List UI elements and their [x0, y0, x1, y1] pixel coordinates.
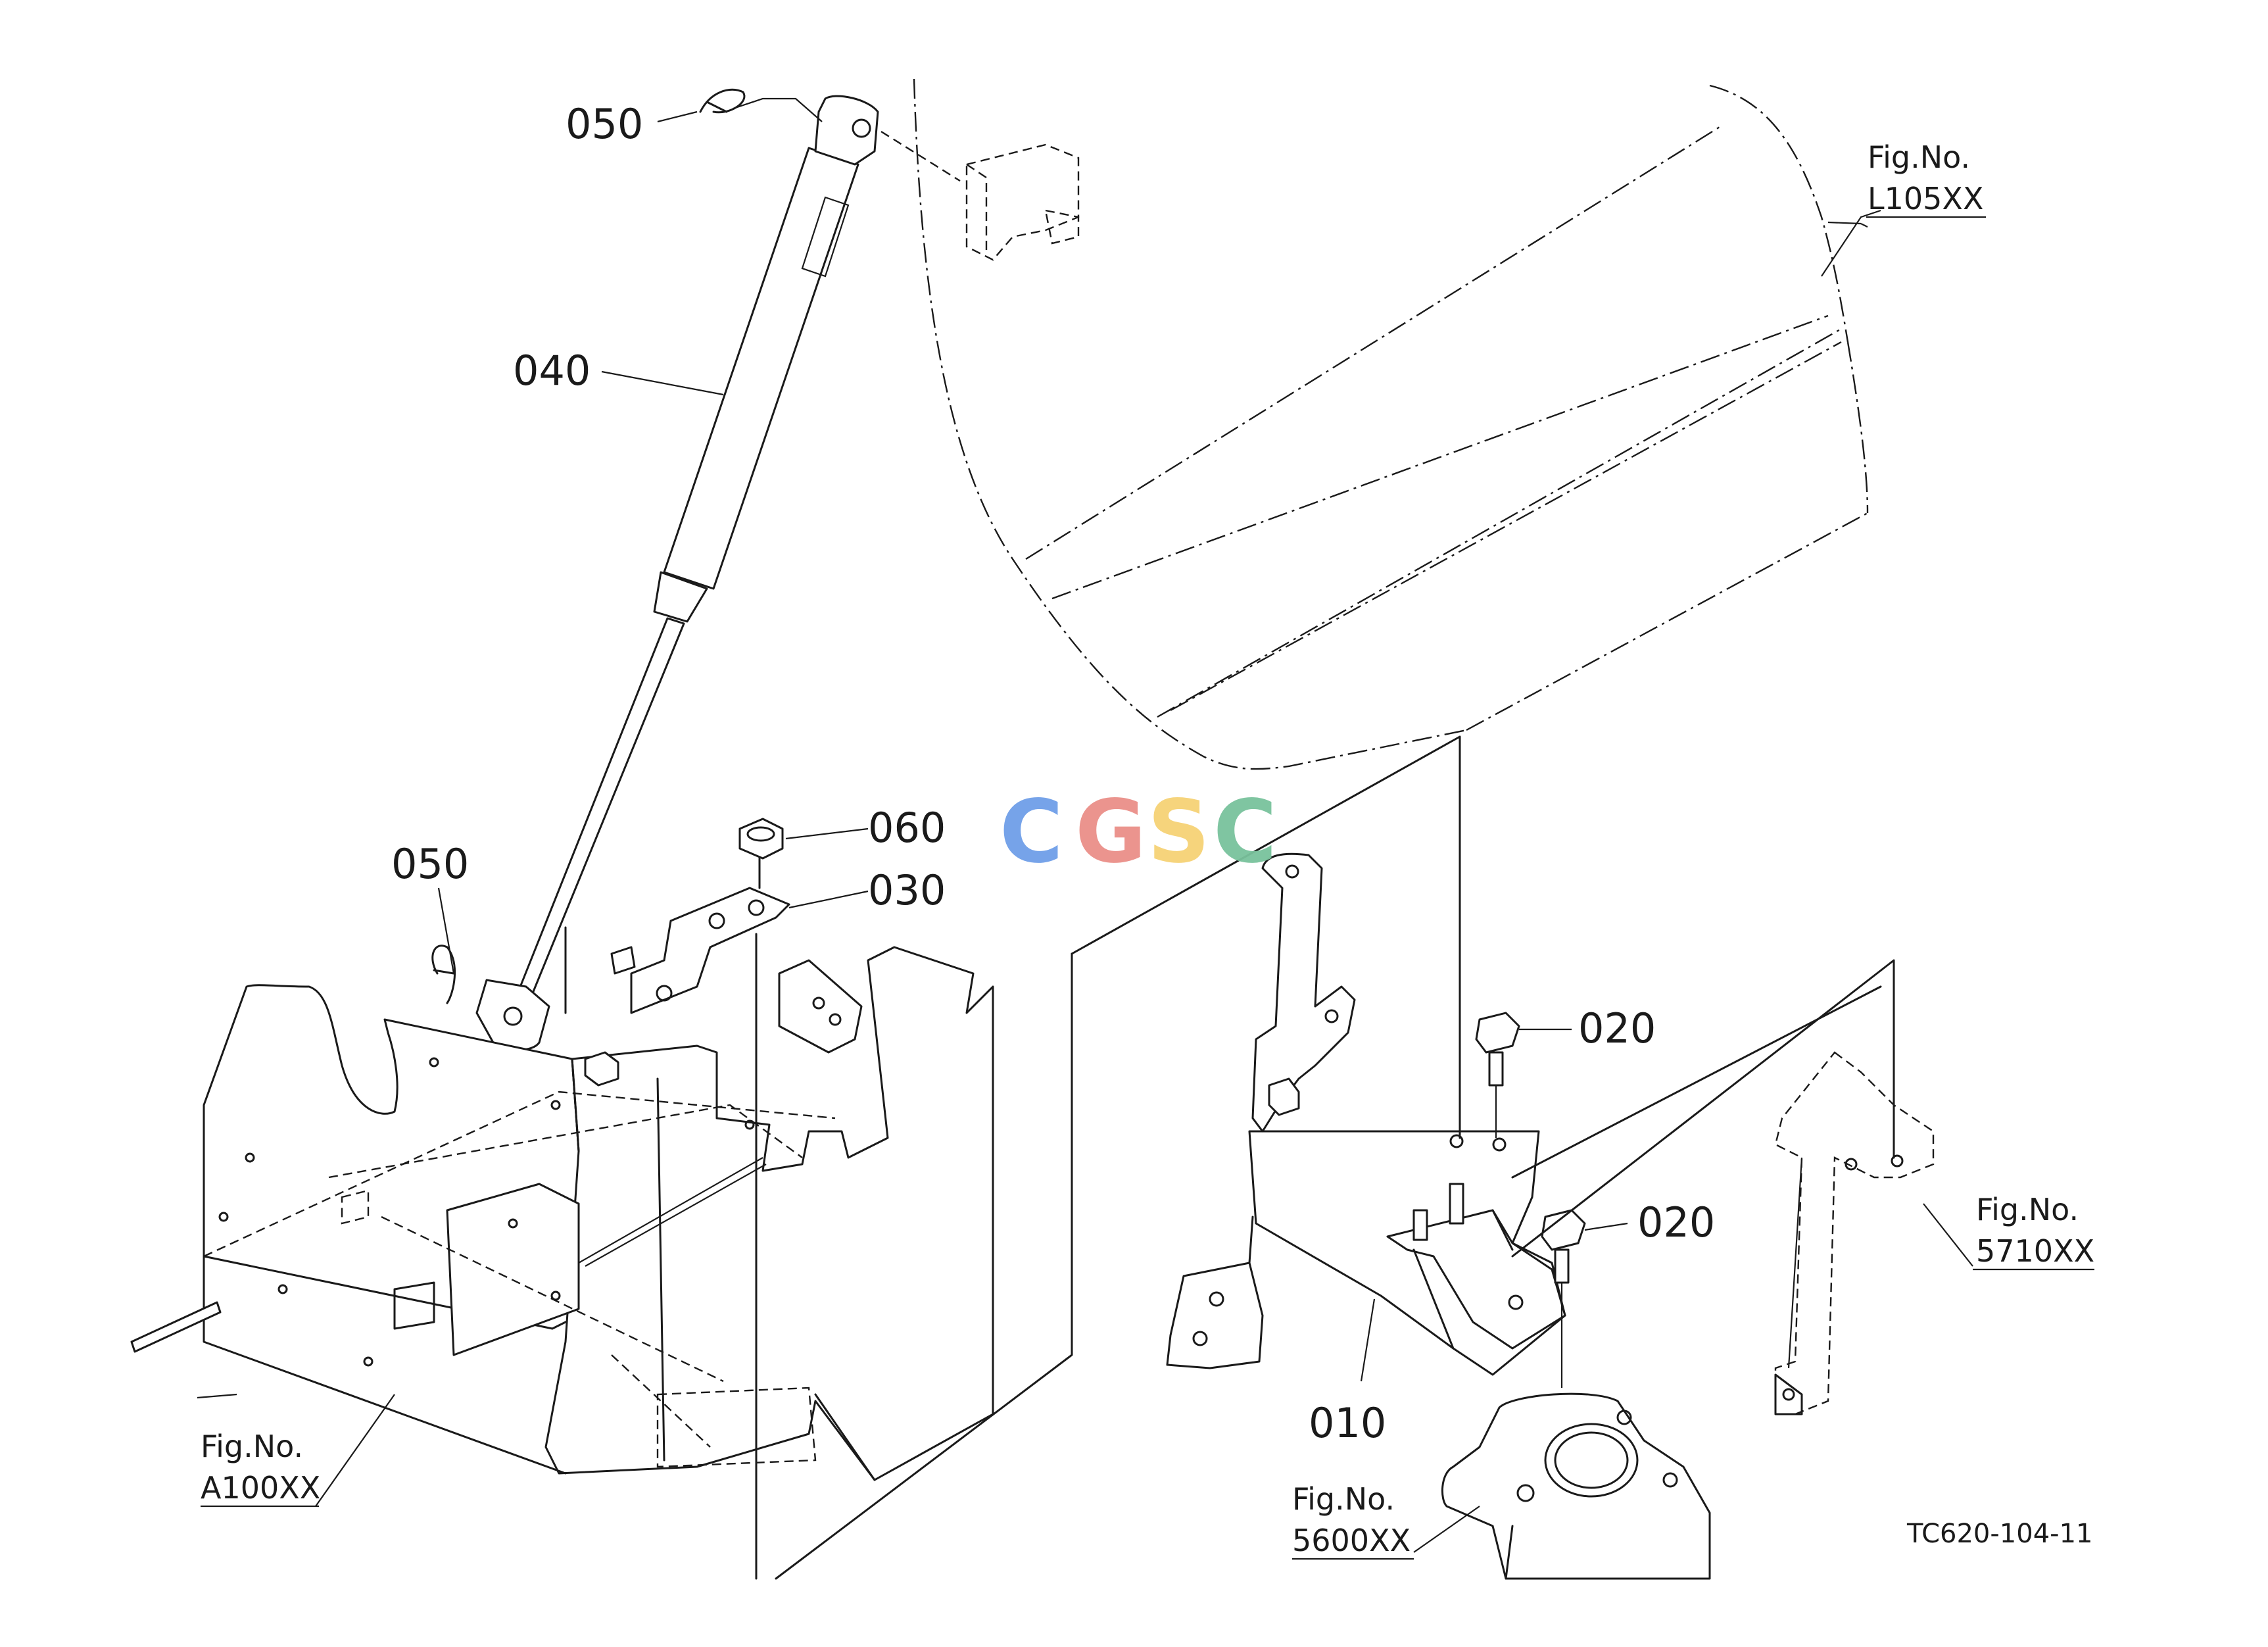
- snap-pin-top: [699, 88, 746, 114]
- watermark-letter-4: C: [1213, 781, 1277, 883]
- fig-5600-number: 5600XX: [1292, 1523, 1411, 1558]
- fig-5600-caption: Fig.No.: [1292, 1481, 1395, 1517]
- part-labels: 050 040 050 060 030 020 020 010: [391, 100, 1715, 1447]
- gas-strut: [475, 95, 879, 1051]
- watermark: C G S C: [1000, 781, 1277, 883]
- upper-mount-bracket: [881, 130, 1080, 261]
- figure-references: Fig.No. L105XX Fig.No. A100XX Fig.No. 57…: [201, 139, 2094, 1558]
- front-panel-assembly: [130, 946, 994, 1481]
- fig-a100-caption: Fig.No.: [201, 1429, 303, 1464]
- watermark-letter-3: S: [1147, 781, 1210, 883]
- fig-5710-caption: Fig.No.: [1976, 1192, 2079, 1227]
- leader-lines: [197, 97, 1973, 1553]
- label-060: 060: [868, 804, 946, 852]
- fig-5710-number: 5710XX: [1976, 1233, 2094, 1269]
- fig-l105-caption: Fig.No.: [1868, 139, 1970, 175]
- label-050-top: 050: [566, 100, 643, 148]
- fig-a100-number: A100XX: [201, 1470, 320, 1506]
- watermark-letter-2: G: [1075, 781, 1146, 883]
- bracket-5710: [1774, 1051, 1935, 1415]
- group-frame-lines: [564, 735, 1895, 1580]
- label-040: 040: [513, 347, 591, 395]
- tray-clip: [778, 959, 863, 1054]
- flange-nut-060: [738, 818, 784, 889]
- fig-l105-number: L105XX: [1868, 181, 1983, 216]
- label-020-upper: 020: [1578, 1004, 1656, 1052]
- bolt-020-upper: [1475, 1012, 1520, 1138]
- label-030: 030: [868, 866, 946, 914]
- snap-pin-bottom: [431, 945, 456, 1004]
- hood-outline: [913, 78, 1869, 770]
- bracket-010: [1166, 852, 1566, 1376]
- label-020-lower: 020: [1637, 1198, 1715, 1246]
- label-010: 010: [1309, 1399, 1386, 1447]
- bracket-030: [610, 887, 790, 1014]
- figure-underlines: [201, 216, 2094, 1560]
- drawing-code: TC620-104-11: [1906, 1519, 2092, 1549]
- watermark-letter-1: C: [1000, 781, 1063, 883]
- thermostat-housing: [1441, 1392, 1711, 1580]
- label-050-bottom: 050: [391, 840, 469, 888]
